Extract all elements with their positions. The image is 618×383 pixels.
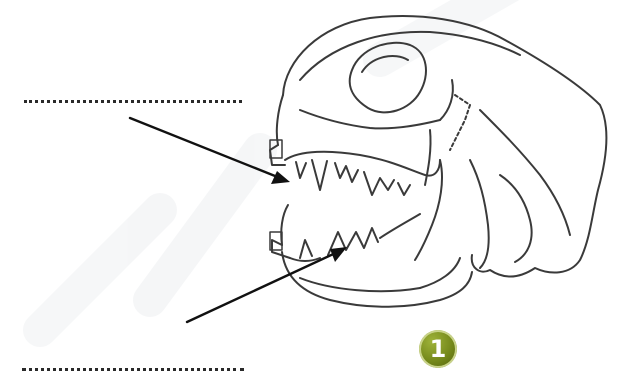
arrow-bottom xyxy=(187,250,342,322)
answer-line-bottom[interactable] xyxy=(22,368,244,371)
figure-number: 1 xyxy=(430,337,447,361)
answer-line-top[interactable] xyxy=(24,100,242,103)
arrow-top xyxy=(130,118,285,180)
figure-number-badge: 1 xyxy=(419,330,457,368)
